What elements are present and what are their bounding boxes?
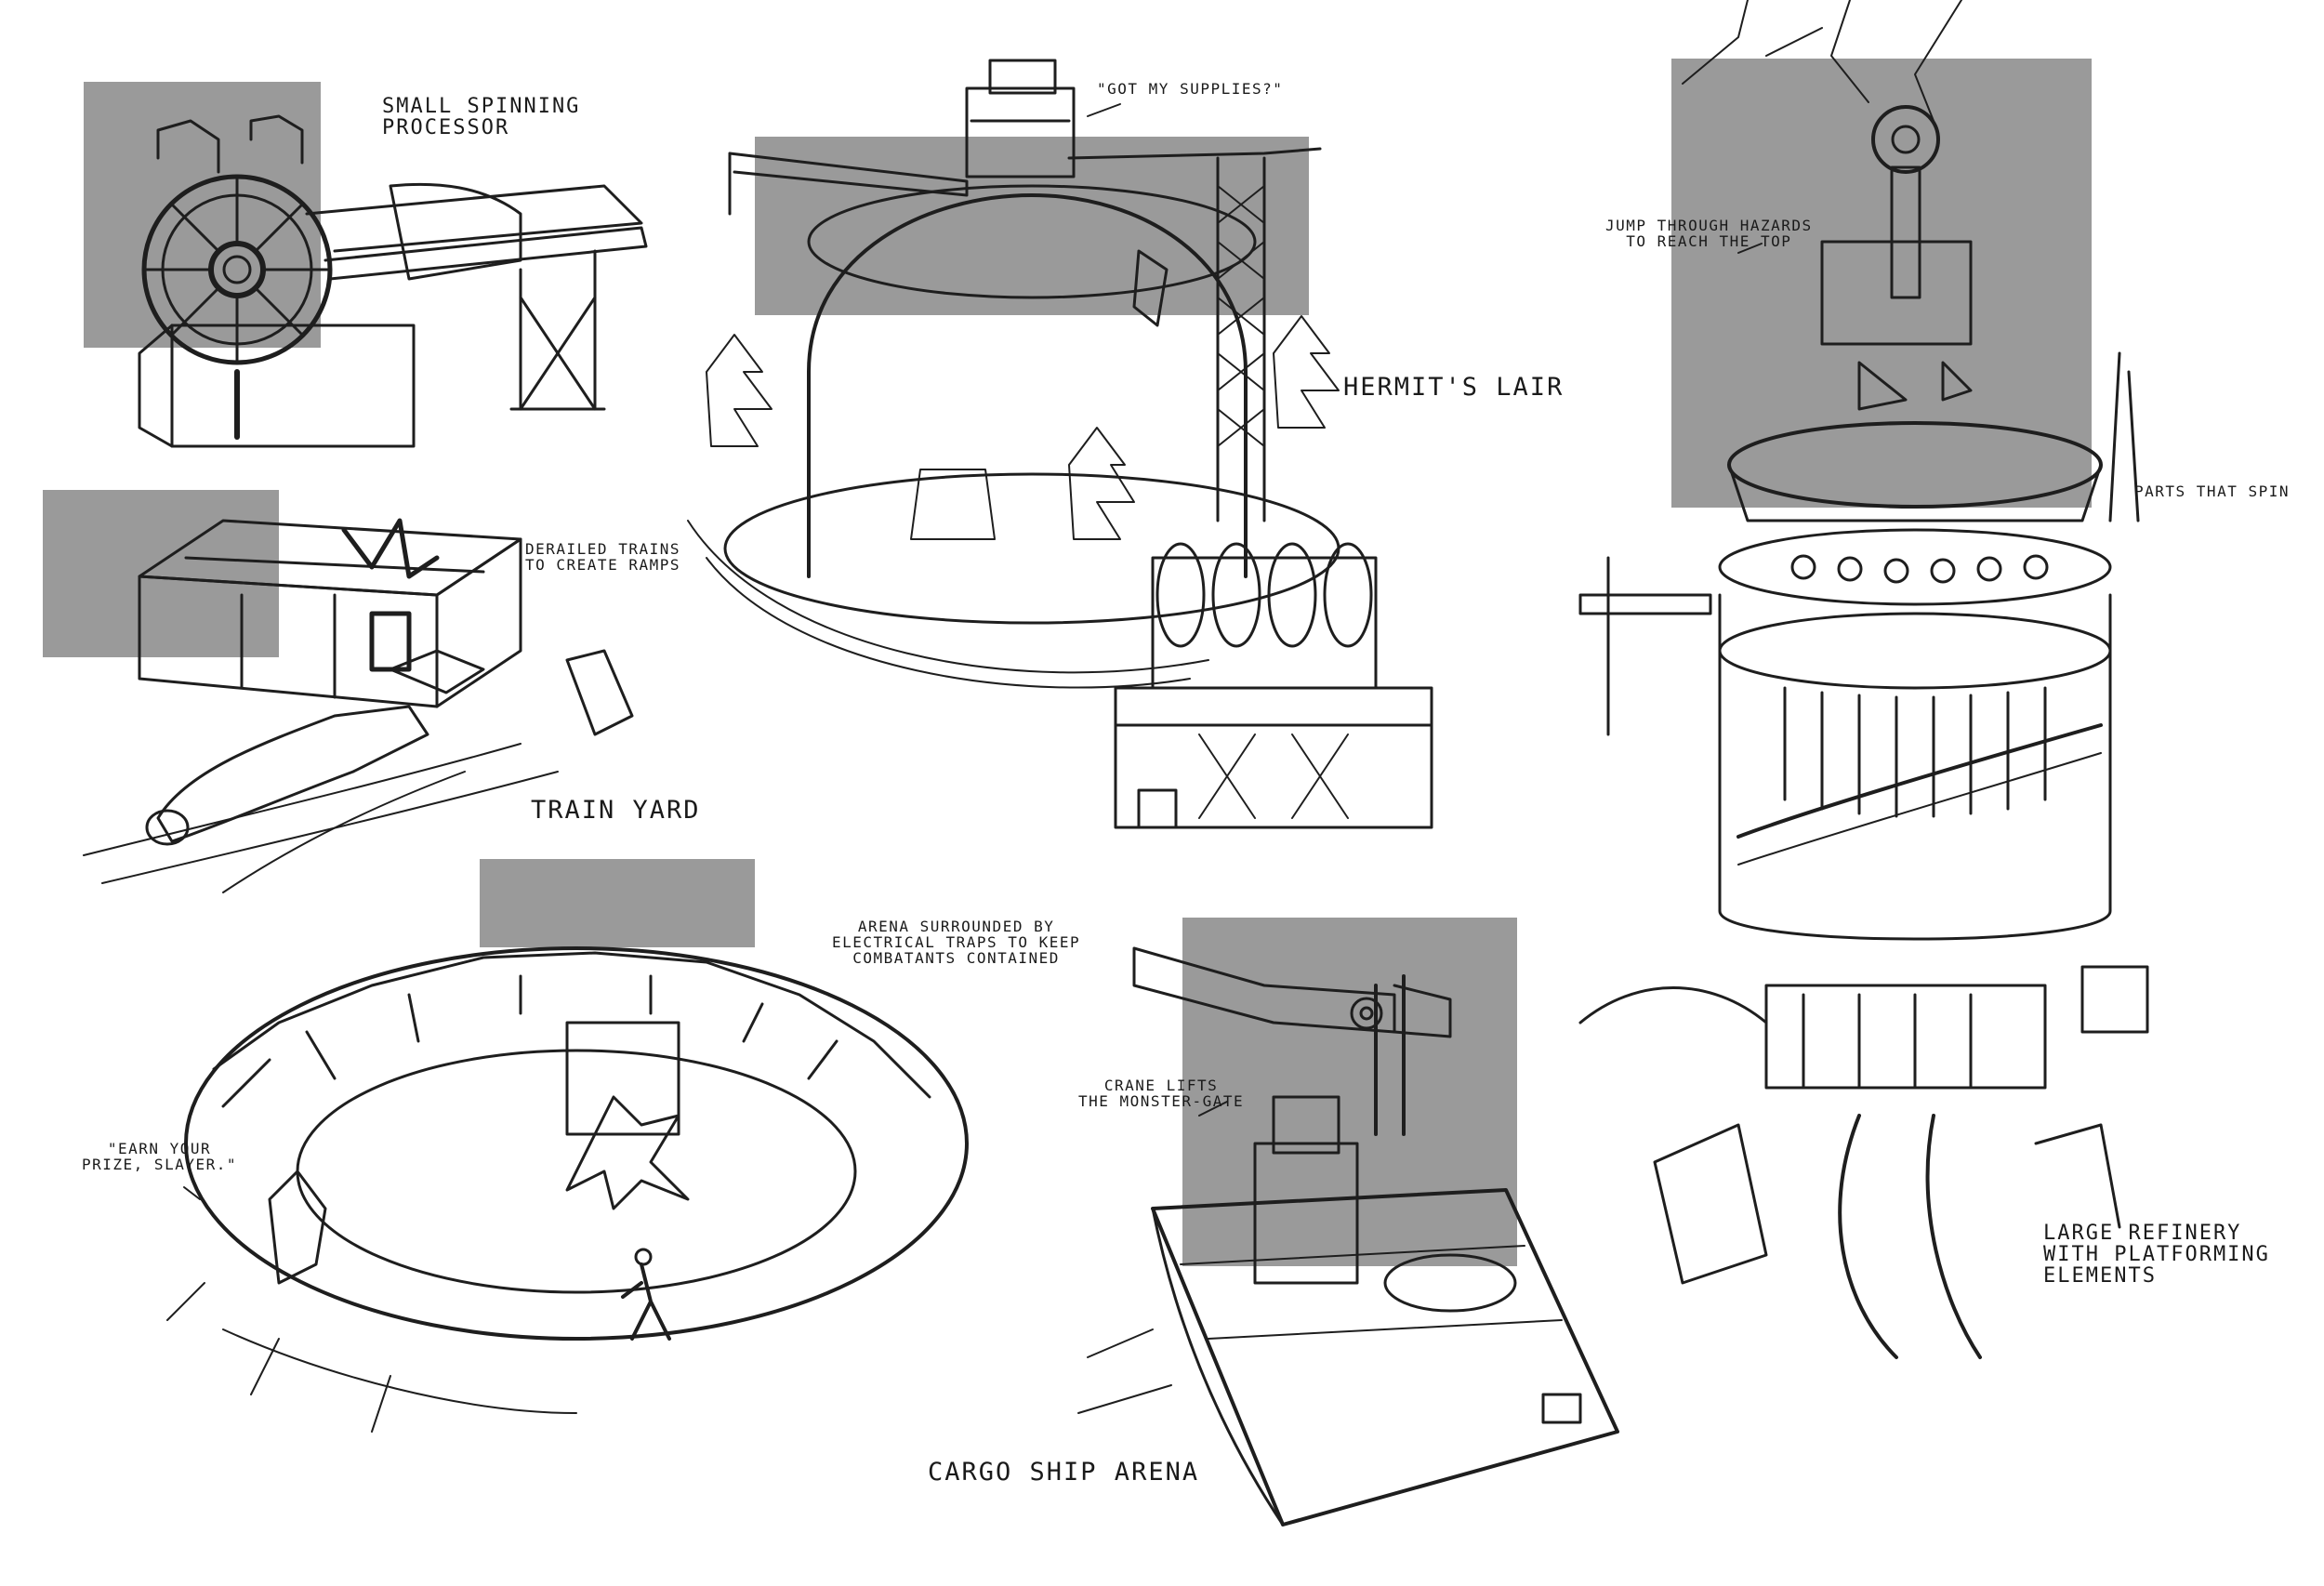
refinery-sketch (1578, 0, 2149, 1359)
backdrop-trainyard (43, 490, 279, 657)
trainyard-sketch (83, 518, 634, 893)
label-small-spinning-processor: SMALL SPINNING PROCESSOR (382, 95, 581, 140)
backdrop-refinery (1671, 59, 2092, 508)
backdrop-hermit (755, 137, 1309, 315)
label-hermits-lair: HERMIT'S LAIR (1343, 373, 1565, 402)
ship-sketch (1077, 946, 1619, 1527)
label-crane-lifts: CRANE LIFTS THE MONSTER-GATE (1078, 1077, 1245, 1110)
backdrop-arena (480, 859, 755, 947)
label-arena-surrounded: ARENA SURROUNDED BY ELECTRICAL TRAPS TO … (832, 918, 1081, 967)
leader-lines (183, 103, 1763, 1200)
arena-sketch (166, 946, 969, 1433)
label-parts-that-spin: PARTS THAT SPIN (2134, 482, 2290, 500)
backdrop-processor (84, 82, 321, 348)
label-large-refinery: LARGE REFINERY WITH PLATFORMING ELEMENTS (2043, 1222, 2270, 1289)
backdrop-blocks (43, 59, 2092, 1266)
label-jump-through-hazards: JUMP THROUGH HAZARDS TO REACH THE TOP (1605, 217, 1813, 250)
label-derailed-trains: DERAILED TRAINS TO CREATE RAMPS (525, 540, 680, 574)
processor-sketch (138, 114, 648, 448)
backdrop-ship (1182, 918, 1517, 1266)
label-cargo-ship-arena: CARGO SHIP ARENA (928, 1458, 1200, 1487)
label-earn-your-prize: "EARN YOUR PRIZE, SLAYER." (82, 1140, 237, 1173)
label-got-my-supplies: "GOT MY SUPPLIES?" (1097, 80, 1284, 98)
hermit-lair-sketch (687, 59, 1433, 829)
label-train-yard: TRAIN YARD (531, 796, 701, 825)
sketch-lines (83, 0, 2149, 1527)
